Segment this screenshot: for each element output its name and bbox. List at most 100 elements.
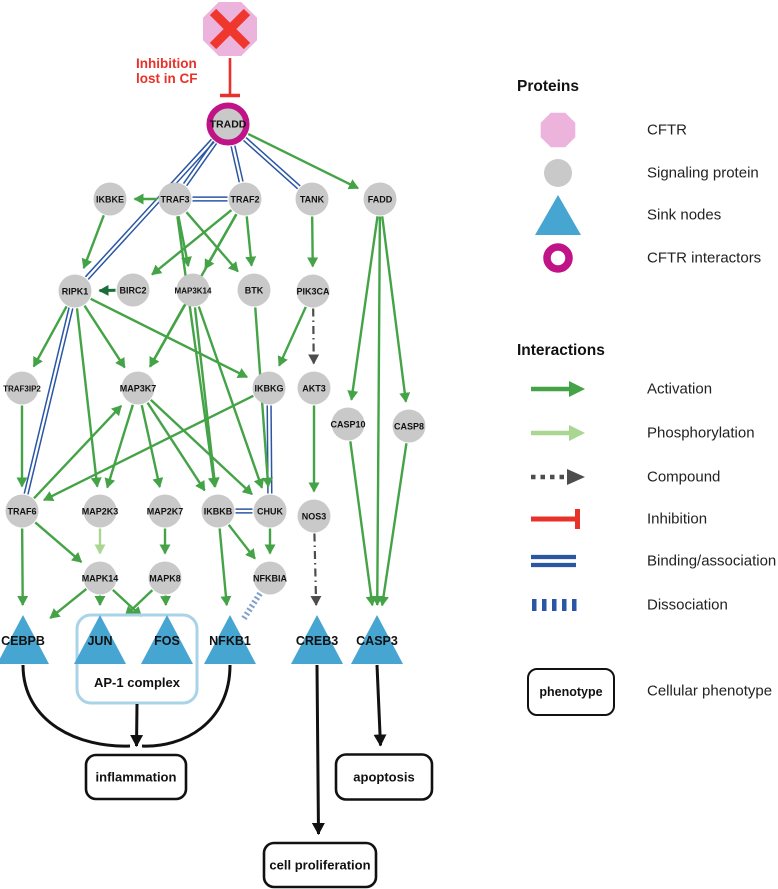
phenotype-box-apoptosis <box>334 753 434 801</box>
node-label-CASP10: CASP10 <box>330 420 365 430</box>
node-label-JUN: JUN <box>87 634 112 648</box>
node-FADD <box>363 182 397 216</box>
legend-label-cellular-phenotype: Cellular phenotype <box>647 682 773 700</box>
node-label-CASP3: CASP3 <box>356 634 398 648</box>
edge-MAP3K7-IKBKB <box>146 402 206 492</box>
legend-label-cftr: CFTR <box>647 121 687 139</box>
edge-TRADD-TANK <box>243 139 299 190</box>
legend-label-dissociation: Dissociation <box>647 596 728 614</box>
node-BTK <box>237 273 271 307</box>
legend-label-cftr-interactors: CFTR interactors <box>647 249 762 267</box>
node-label-CHUK: CHUK <box>257 507 283 517</box>
node-label-NOS3: NOS3 <box>302 512 327 522</box>
node-MAP2K7 <box>148 494 182 528</box>
node-label-MAP3K14: MAP3K14 <box>175 287 212 296</box>
node-IKBKE <box>93 182 127 216</box>
legend-label-signaling-protein: Signaling protein <box>647 164 759 182</box>
edge-RIPK1-MAP2K3 <box>75 308 102 488</box>
phenotype-edge-CEBPB-inflammation <box>21 664 131 748</box>
legend-label-compound: Compound <box>647 468 721 486</box>
edge-MAPK8-JUN <box>124 589 154 617</box>
edge-TRAF6-MAPK14 <box>34 521 83 563</box>
edge-IKBKB-NFKB1 <box>218 528 232 607</box>
legend-label-activation: Activation <box>647 380 713 398</box>
edge-MAP3K14-MAP3K7 <box>148 304 186 368</box>
edge-TANK-PIK3CA <box>307 216 319 268</box>
node-label-BIRC2: BIRC2 <box>119 286 146 296</box>
node-label-MAP2K7: MAP2K7 <box>147 507 184 517</box>
edge-CASP10-CASP3 <box>349 441 377 607</box>
node-label-CASP8: CASP8 <box>394 422 424 432</box>
node-MAP2K3 <box>83 494 117 528</box>
phenotype-label-apoptosis: apoptosis <box>353 770 414 785</box>
phenotype-legend-box-label: phenotype <box>539 685 603 699</box>
cftr-cross-icon <box>209 8 251 50</box>
edge-TRAF6-CEBPB <box>17 528 29 607</box>
edge-TRADD-TRAF2 <box>234 145 244 182</box>
inhibition-note-line2: lost in CF <box>136 71 198 86</box>
node-label-NFKBIA: NFKBIA <box>253 574 287 584</box>
edge-RIPK1-TRAF3IP2 <box>32 305 68 368</box>
edge-NFKBIA-NFKB1 <box>239 591 263 623</box>
node-NFKBIA <box>253 561 287 595</box>
phenotype-box-cell_proliferation <box>262 841 378 889</box>
binding-double-line-icon <box>531 554 576 568</box>
edge-TRAF6-MAP3K7 <box>33 405 123 500</box>
legend-label-binding: Binding/association <box>647 552 777 570</box>
phenotype-legend-box: phenotype <box>527 668 615 716</box>
node-TANK <box>295 182 329 216</box>
phenotype-edge-CASP3-apoptosis <box>373 664 387 747</box>
node-label-TANK: TANK <box>300 195 325 205</box>
node-CASP8 <box>392 409 426 443</box>
node-CASP3 <box>351 615 403 664</box>
edge-MAPK14-FOS <box>112 589 143 618</box>
node-AKT3 <box>297 371 331 405</box>
edge-IKBKB-NFKBIA <box>227 524 256 560</box>
edge-TRAF3-BTK <box>185 211 239 273</box>
node-CASP10 <box>331 407 365 441</box>
edge-IKBKG-TRAF6 <box>43 394 254 502</box>
legend-proteins-heading: Proteins <box>517 78 580 95</box>
node-PIK3CA <box>296 274 330 308</box>
edge-TRAF2-BIRC2 <box>151 209 233 276</box>
edge-RIPK1-TRAF6 <box>27 308 74 495</box>
node-label-TRAF3IP2: TRAF3IP2 <box>3 385 41 394</box>
node-RIPK1 <box>58 274 92 308</box>
node-label-NFKB1: NFKB1 <box>209 634 251 648</box>
node-NFKB1 <box>204 615 256 664</box>
node-label-IKBKE: IKBKE <box>96 195 124 205</box>
phenotype-edge-NFKB1-inflammation <box>141 664 232 748</box>
edge-IKBKG-CHUK <box>270 405 273 494</box>
edge-PIK3CA-AKT3 <box>308 308 320 365</box>
edge-MAP3K7-MAP2K3 <box>104 404 134 489</box>
edge-FADD-CASP10 <box>347 216 379 401</box>
node-MAPK8 <box>148 561 182 595</box>
edge-NOS3-CREB3 <box>310 533 322 607</box>
node-label-IKBKB: IKBKB <box>204 507 233 517</box>
phenotype-edge-CREB3-cell_proliferation <box>311 664 325 835</box>
edge-MAP3K14-CHUK <box>197 306 265 489</box>
edge-MAP3K7-CHUK <box>149 399 253 496</box>
legend-interactions-heading: Interactions <box>517 342 605 359</box>
edge-TRADD-TRAF2 <box>230 146 241 183</box>
cftr-octagon-icon <box>540 112 576 148</box>
node-CREB3 <box>291 615 343 664</box>
node-BIRC2 <box>116 273 150 307</box>
edge-PIK3CA-IKBKG <box>277 306 307 367</box>
node-label-MAP2K3: MAP2K3 <box>82 507 119 517</box>
node-FOS <box>141 615 193 664</box>
node-label-CREB3: CREB3 <box>296 634 338 648</box>
node-label-MAPK14: MAPK14 <box>82 574 119 584</box>
node-NOS3 <box>297 499 331 533</box>
node-label-TRAF3: TRAF3 <box>161 195 190 205</box>
cftr-interactor-ring-icon <box>543 243 573 273</box>
node-IKBKG <box>252 371 286 405</box>
node-TRAF3IP2 <box>5 371 39 405</box>
edge-TRADD-RIPK1 <box>84 138 212 278</box>
node-CEBPB <box>0 615 49 664</box>
edge-TRADD-TRAF3 <box>186 143 218 187</box>
node-MAPK14 <box>83 561 117 595</box>
node-TRAF2 <box>228 182 262 216</box>
phenotype-label-inflammation: inflammation <box>96 770 177 785</box>
edge-TRADD-RIPK1 <box>87 141 215 280</box>
